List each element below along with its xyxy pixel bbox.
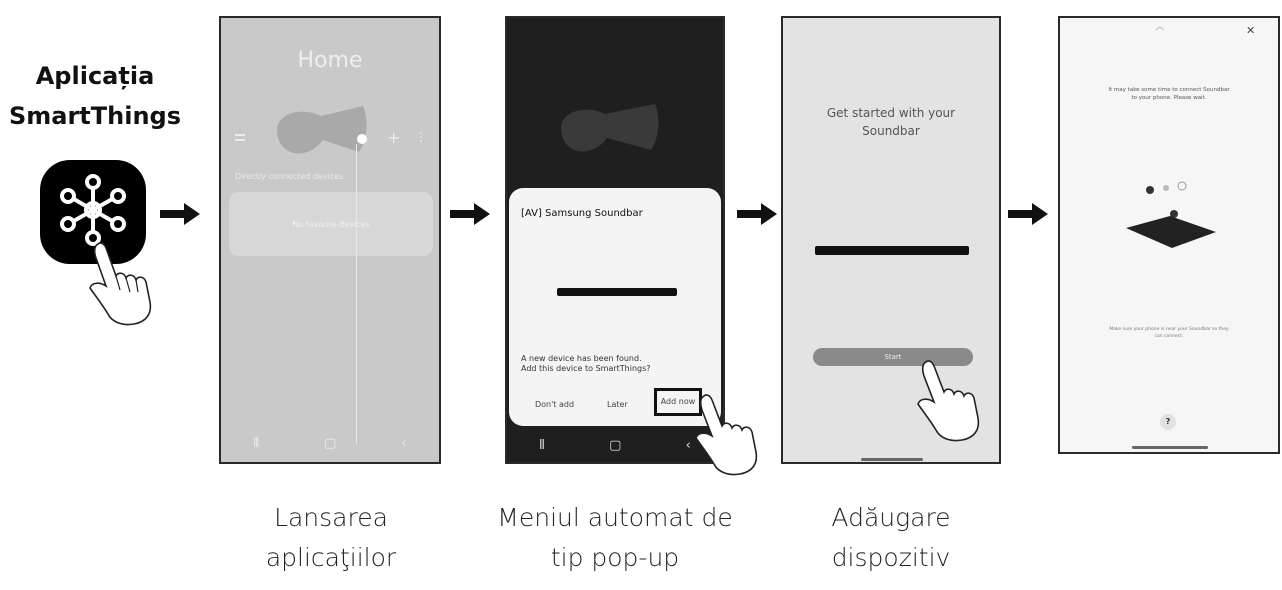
caption-popup-line1: Meniul automat de	[497, 503, 733, 532]
popup-title: [AV] Samsung Soundbar	[521, 208, 643, 219]
phone-screen-home: Home + ⋮ Directly connected devices No f…	[219, 16, 441, 464]
caption-popup-line2: tip pop-up	[550, 543, 680, 572]
wait-line1: It may take some time to connect Soundba…	[1108, 87, 1230, 93]
back-icon[interactable]: ‹	[401, 436, 407, 451]
hint-line1: Make sure your phone is near your Soundb…	[1109, 327, 1229, 332]
popup-message-line2: Add this device to SmartThings?	[521, 364, 651, 373]
phone-screen-popup: [AV] Samsung Soundbar A new device has b…	[505, 16, 725, 464]
wait-message: It may take some time to connect Soundba…	[1066, 86, 1272, 102]
add-icon[interactable]: +	[387, 128, 401, 147]
home-nav-icon[interactable]: ▢	[609, 438, 622, 453]
home-nav-icon[interactable]: ▢	[324, 436, 337, 451]
home-title: Home	[297, 48, 363, 73]
caption-launch: Lansarea aplicaţiilor	[220, 498, 442, 578]
menu-icon[interactable]	[235, 134, 245, 136]
get-started-heading: Get started with your Soundbar	[783, 104, 999, 140]
heading-line2: Soundbar	[862, 124, 920, 138]
phone-screen-connecting: ◠ ✕ It may take some time to connect Sou…	[1058, 16, 1280, 454]
home-indicator	[1132, 446, 1208, 449]
smartthings-app-icon[interactable]	[40, 160, 146, 264]
loading-icon: ◠	[1156, 26, 1164, 36]
caption-add-line1: Adăugare	[831, 503, 951, 532]
popup-message: A new device has been found. Add this de…	[521, 354, 651, 374]
arrow-right-icon	[160, 203, 200, 225]
caption-launch-line1: Lansarea	[274, 503, 388, 532]
device-found-popup: [AV] Samsung Soundbar A new device has b…	[509, 188, 721, 426]
more-options-icon[interactable]: ⋮	[415, 130, 427, 144]
phone-connecting-illustration-icon	[1126, 181, 1216, 248]
close-icon[interactable]: ✕	[1246, 24, 1256, 37]
heading-line1: Get started with your	[826, 106, 956, 120]
help-button[interactable]: ?	[1160, 414, 1176, 430]
caption-add-device: Adăugare dispozitiv	[781, 498, 1001, 578]
hand-tap-icon	[695, 394, 758, 476]
recent-apps-icon[interactable]: ⦀	[253, 436, 260, 451]
start-button[interactable]: Start	[813, 348, 973, 366]
hint-line2: can connect.	[1154, 334, 1184, 339]
hand-tap-icon	[917, 360, 980, 442]
soundbar-image	[557, 288, 677, 296]
arrow-right-icon	[737, 203, 777, 225]
hand-tap-icon	[89, 242, 152, 326]
home-indicator	[861, 458, 923, 461]
later-button[interactable]: Later	[607, 400, 628, 409]
hint-message: Make sure your phone is near your Soundb…	[1074, 326, 1264, 340]
recent-apps-icon[interactable]: ⦀	[539, 438, 545, 453]
caption-popup: Meniul automat de tip pop-up	[490, 498, 740, 578]
nav-bar: ⦀ ▢ ‹	[507, 438, 723, 453]
menu-icon-line	[235, 139, 245, 141]
section-label: Directly connected devices	[235, 172, 344, 181]
wait-line2: to your phone. Please wait.	[1131, 95, 1207, 101]
popup-message-line1: A new device has been found.	[521, 354, 642, 363]
arrow-right-icon	[1008, 203, 1048, 225]
tap-indicator-line	[356, 144, 357, 444]
smartthings-logo-icon	[60, 174, 126, 246]
record-icon[interactable]	[357, 134, 367, 144]
caption-add-line2: dispozitiv	[831, 543, 951, 572]
app-label: Aplicația SmartThings	[0, 56, 190, 136]
back-icon[interactable]: ‹	[685, 438, 691, 453]
dont-add-button[interactable]: Don't add	[535, 400, 575, 409]
nav-bar: ⦀ ▢ ‹	[221, 436, 439, 451]
app-label-line2: SmartThings	[8, 102, 182, 130]
speaker-illustration-icon	[561, 104, 659, 152]
caption-launch-line2: aplicaţiilor	[265, 543, 397, 572]
phone-screen-get-started: Get started with your Soundbar Start	[781, 16, 1001, 464]
empty-favorites-text: No favorite devices	[292, 220, 370, 229]
soundbar-image	[815, 246, 969, 255]
arrow-right-icon	[450, 203, 490, 225]
speaker-illustration-icon	[277, 106, 367, 154]
app-label-line1: Aplicația	[35, 62, 155, 90]
favorites-card[interactable]: No favorite devices	[229, 192, 433, 256]
